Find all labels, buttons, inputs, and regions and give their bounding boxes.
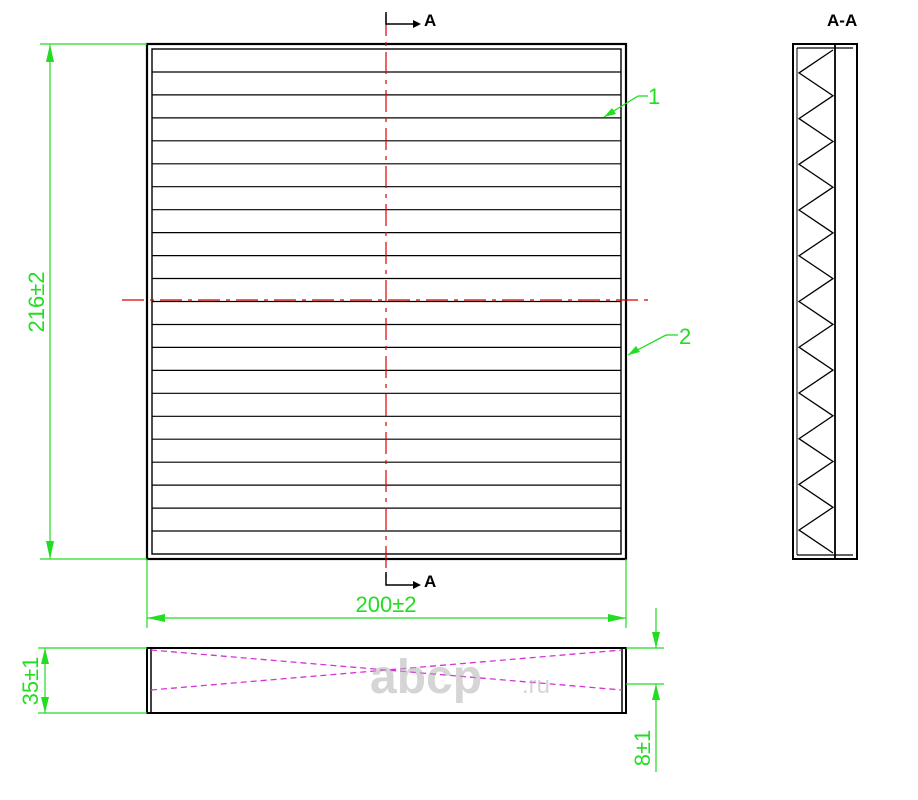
pleat-zigzag (797, 49, 835, 554)
side-frame-outer (146, 647, 627, 714)
callout-2: 2 (627, 324, 691, 356)
hidden-line-2 (150, 649, 623, 691)
hidden-line-1 (150, 649, 623, 691)
callout-1-label: 1 (648, 84, 660, 109)
front-view (122, 14, 652, 578)
rim-dimension: 8±1 (626, 608, 664, 772)
width-dimension-label: 200±2 (355, 592, 416, 617)
watermark-domain: .ru (522, 672, 550, 699)
section-marker-bottom-label: A (424, 572, 436, 591)
height-dimension: 216±2 (24, 43, 147, 560)
section-frame (792, 43, 858, 560)
section-view-title: A-A (827, 11, 857, 30)
watermark-brand: abcp (370, 651, 482, 704)
watermark-logo: abcp .ru (370, 651, 550, 704)
section-view: A-A (792, 11, 858, 560)
side-view (146, 647, 627, 714)
callout-2-label: 2 (679, 324, 691, 349)
callout-1: 1 (603, 84, 660, 118)
thickness-dimension: 35±1 (18, 647, 147, 714)
width-dimension: 200±2 (146, 559, 627, 628)
section-marker-top-label: A (424, 11, 436, 30)
height-dimension-label: 216±2 (24, 271, 49, 332)
section-marker-top: A (385, 11, 436, 30)
rim-dimension-label: 8±1 (630, 730, 655, 767)
thickness-dimension-label: 35±1 (18, 657, 43, 706)
section-marker-bottom: A (385, 572, 436, 591)
